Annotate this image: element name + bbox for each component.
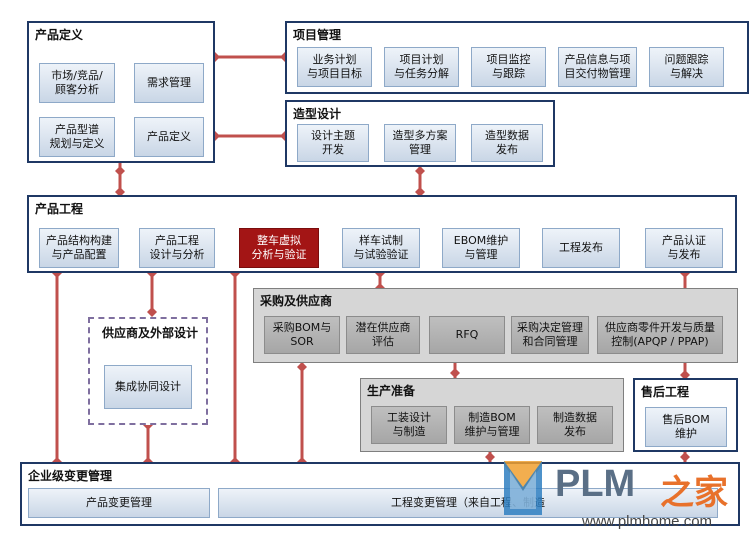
- requirements-mgmt-box[interactable]: 需求管理: [134, 63, 204, 103]
- product-lineup-box[interactable]: 产品型谱 规划与定义: [39, 117, 115, 157]
- virtual-validation-box[interactable]: 整车虚拟 分析与验证: [239, 228, 319, 268]
- production-prep-title: 生产准备: [367, 384, 416, 398]
- design-theme-box[interactable]: 设计主题 开发: [297, 124, 369, 162]
- product-engineering-title: 产品工程: [35, 202, 84, 216]
- supplier-quality-box[interactable]: 供应商零件开发与质量 控制(APQP / PPAP): [597, 316, 723, 354]
- tooling-design-box[interactable]: 工装设计 与制造: [371, 406, 447, 444]
- supplier-design-title: 供应商及外部设计: [102, 326, 199, 340]
- after-sales-title: 售后工程: [641, 385, 690, 399]
- styling-options-box[interactable]: 造型多方案 管理: [384, 124, 456, 162]
- procurement-panel: 采购及供应商 采购BOM与 SOR 潜在供应商 评估 RFQ 采购决定管理 和合…: [253, 288, 738, 363]
- business-plan-box[interactable]: 业务计划 与项目目标: [297, 47, 372, 87]
- logo-mark: [504, 461, 542, 515]
- logo-suffix: 之家: [660, 473, 728, 513]
- issue-tracking-box[interactable]: 问题跟踪 与解决: [649, 47, 724, 87]
- contract-mgmt-box[interactable]: 采购决定管理 和合同管理: [511, 316, 589, 354]
- styling-design-title: 造型设计: [293, 107, 342, 121]
- after-sales-panel: 售后工程 售后BOM 维护: [633, 378, 738, 452]
- project-management-panel: 项目管理 业务计划 与项目目标 项目计划 与任务分解 项目监控 与跟踪 产品信息…: [285, 21, 749, 94]
- logo-brand: PLM: [555, 463, 636, 505]
- product-change-box[interactable]: 产品变更管理: [28, 488, 210, 518]
- procurement-title: 采购及供应商: [260, 294, 333, 308]
- product-engineering-panel: 产品工程 产品结构构建 与产品配置 产品工程 设计与分析 整车虚拟 分析与验证 …: [27, 195, 737, 273]
- purchase-bom-box[interactable]: 采购BOM与 SOR: [264, 316, 340, 354]
- collaborative-design-box[interactable]: 集成协同设计: [104, 365, 192, 409]
- production-prep-panel: 生产准备 工装设计 与制造 制造BOM 维护与管理 制造数据 发布: [360, 378, 624, 452]
- product-certification-box[interactable]: 产品认证 与发布: [645, 228, 723, 268]
- enterprise-change-title: 企业级变更管理: [28, 469, 113, 483]
- deliverables-box[interactable]: 产品信息与项 目交付物管理: [558, 47, 637, 87]
- project-monitor-box[interactable]: 项目监控 与跟踪: [471, 47, 546, 87]
- product-definition-box[interactable]: 产品定义: [134, 117, 204, 157]
- plmhome-logo: PLM 之家 www.plmhome.com: [500, 455, 754, 542]
- logo-url: www.plmhome.com: [582, 513, 713, 530]
- market-analysis-box[interactable]: 市场/竞品/ 顾客分析: [39, 63, 115, 103]
- project-plan-box[interactable]: 项目计划 与任务分解: [384, 47, 459, 87]
- prototype-test-box[interactable]: 样车试制 与试验验证: [342, 228, 420, 268]
- ebom-box[interactable]: EBOM维护 与管理: [442, 228, 520, 268]
- styling-data-release-box[interactable]: 造型数据 发布: [471, 124, 543, 162]
- project-management-title: 项目管理: [293, 28, 342, 42]
- rfq-box[interactable]: RFQ: [429, 316, 505, 354]
- after-sales-bom-box[interactable]: 售后BOM 维护: [645, 407, 727, 447]
- product-definition-panel: 产品定义 市场/竞品/ 顾客分析 需求管理 产品型谱 规划与定义 产品定义: [27, 21, 215, 163]
- styling-design-panel: 造型设计 设计主题 开发 造型多方案 管理 造型数据 发布: [285, 100, 555, 167]
- product-definition-title: 产品定义: [35, 28, 84, 42]
- engineering-design-box[interactable]: 产品工程 设计与分析: [139, 228, 215, 268]
- supplier-design-panel: 供应商及外部设计 集成协同设计: [88, 317, 208, 425]
- enterprise-change-panel: 企业级变更管理 产品变更管理 工程变更管理（来自工程、制造: [20, 462, 740, 526]
- engineering-change-box[interactable]: 工程变更管理（来自工程、制造: [218, 488, 718, 518]
- mbom-box[interactable]: 制造BOM 维护与管理: [454, 406, 530, 444]
- manufacturing-data-box[interactable]: 制造数据 发布: [537, 406, 613, 444]
- product-structure-box[interactable]: 产品结构构建 与产品配置: [39, 228, 119, 268]
- engineering-release-box[interactable]: 工程发布: [542, 228, 620, 268]
- supplier-evaluation-box[interactable]: 潜在供应商 评估: [346, 316, 420, 354]
